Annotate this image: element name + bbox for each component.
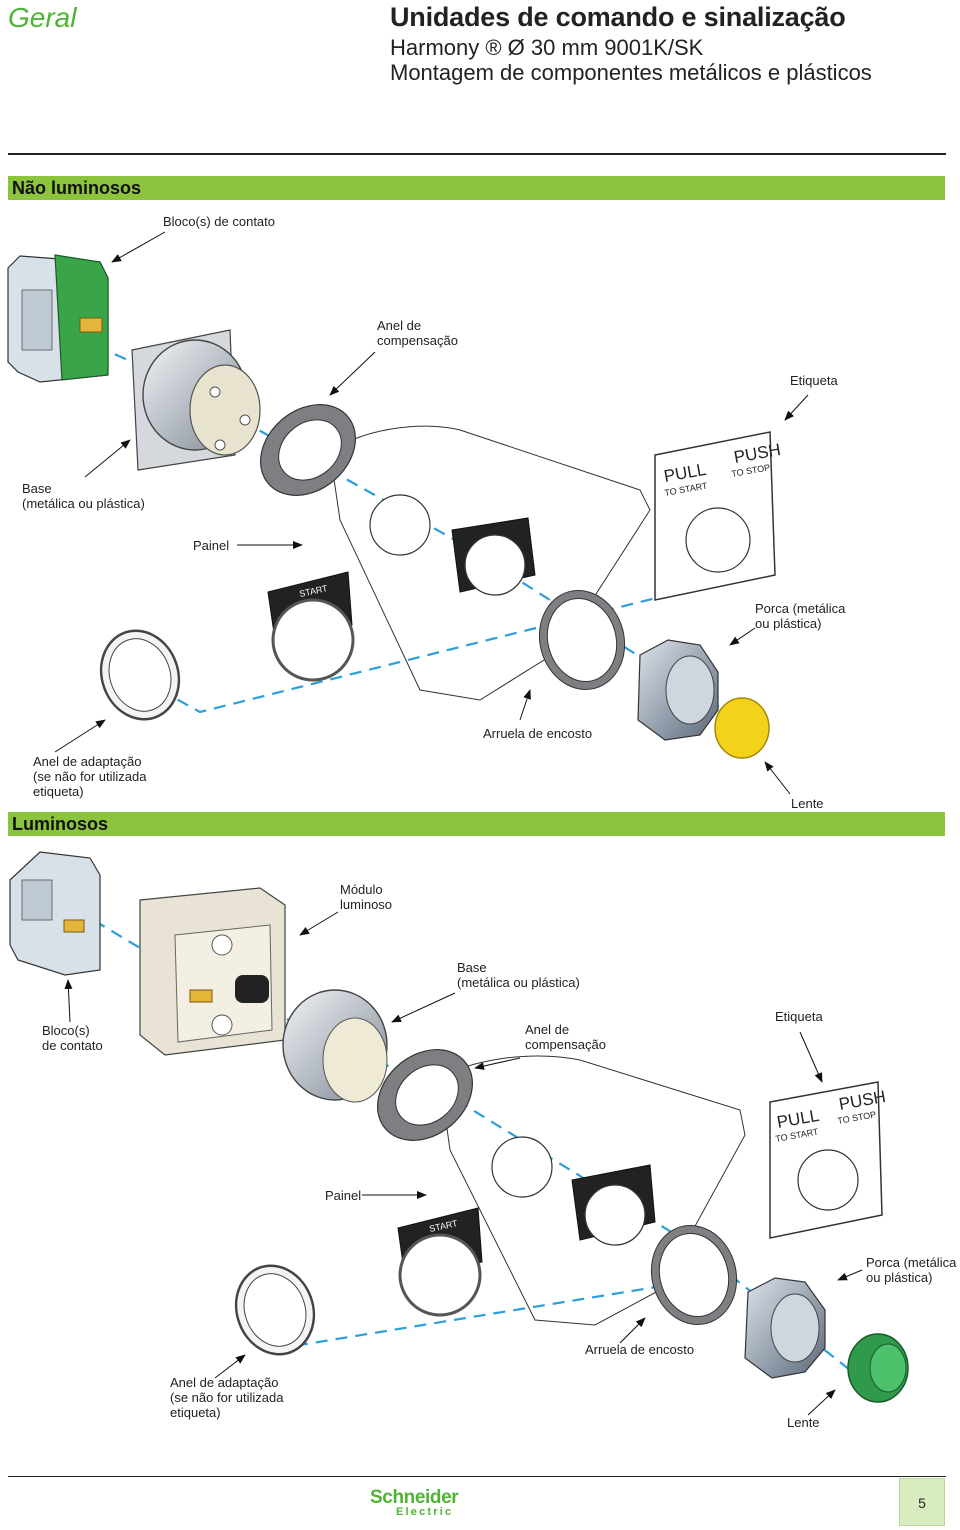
label-anel-comp2-2: compensação — [525, 1037, 606, 1052]
adapter-ring-icon — [99, 629, 181, 721]
brand-line-2: Electric — [396, 1506, 454, 1518]
compensation-ring-2-icon — [376, 1049, 474, 1141]
label-modulo-2: luminoso — [340, 897, 393, 912]
label-porca-1: Porca (metálica — [755, 601, 846, 616]
label-arruela: Arruela de encosto — [483, 726, 593, 741]
adapter-ring-2-icon — [234, 1264, 316, 1356]
label-anel-compensacao-2: compensação — [377, 333, 458, 348]
section-bar-luminosos: Luminosos — [8, 812, 945, 836]
nut-icon — [637, 639, 719, 741]
legend-plate-2-icon: PULL TO START PUSH TO STOP — [769, 1081, 887, 1239]
page-number: 5 — [899, 1478, 945, 1526]
label-anel-adaptacao-1: Anel de adaptação — [33, 754, 142, 769]
section-bar-nao-luminosos: Não luminosos — [8, 176, 945, 200]
label-porca2-2: ou plástica) — [866, 1270, 933, 1285]
label-anel-compensacao-1: Anel de — [377, 318, 422, 333]
base-icon — [131, 329, 261, 471]
label-anel-adaptacao-2: (se não for utilizada — [33, 769, 147, 784]
light-module-icon — [139, 887, 286, 1056]
lens-yellow-icon — [714, 697, 770, 759]
label-porca2-1: Porca (metálica — [866, 1255, 957, 1270]
label-bloco-contato: Bloco(s) de contato — [163, 214, 276, 229]
label-painel: Painel — [193, 538, 230, 553]
label-arruela-2: Arruela de encosto — [585, 1342, 695, 1357]
legend-holder-icon — [451, 517, 536, 596]
label-etiqueta-2: Etiqueta — [775, 1009, 823, 1024]
base-2-icon — [282, 989, 388, 1103]
label-base-1: Base — [22, 481, 52, 496]
panel-hole-2-icon — [491, 1136, 553, 1198]
label-modulo-1: Módulo — [340, 882, 383, 897]
label-bloco2-1: Bloco(s) — [42, 1023, 90, 1038]
label-etiqueta: Etiqueta — [790, 373, 838, 388]
legend-holder-2-icon — [571, 1164, 656, 1246]
label-anel-adapt2-3: etiqueta) — [170, 1405, 221, 1420]
legend-plate-icon: PULL TO START PUSH TO STOP — [654, 431, 782, 601]
page-subtitle: Harmony ® Ø 30 mm 9001K/SK — [390, 35, 704, 60]
label-anel-comp2-1: Anel de — [525, 1022, 570, 1037]
label-painel-2: Painel — [325, 1188, 362, 1203]
washer-2-icon — [650, 1224, 738, 1326]
label-base-2: (metálica ou plástica) — [22, 496, 145, 511]
brand-logo: Schneider Electric — [370, 1487, 459, 1518]
panel-hole-icon — [369, 494, 431, 556]
leader-lines-s2 — [64, 911, 863, 1416]
compensation-ring-icon — [259, 404, 357, 496]
start-tab-icon: START — [267, 571, 355, 682]
label-anel-adapt2-2: (se não for utilizada — [170, 1390, 284, 1405]
label-anel-adapt2-1: Anel de adaptação — [170, 1375, 279, 1390]
label-base2-2: (metálica ou plástica) — [457, 975, 580, 990]
label-lente-2: Lente — [787, 1415, 820, 1430]
contact-block-2-icon — [9, 851, 101, 976]
leader-lines-s1 — [54, 231, 809, 795]
header-rule — [8, 153, 946, 155]
washer-icon — [538, 589, 626, 691]
brand-line-1: Schneider — [370, 1487, 459, 1508]
page-subtitle-2: Montagem de componentes metálicos e plás… — [390, 60, 872, 85]
label-base2-1: Base — [457, 960, 487, 975]
nut-2-icon — [744, 1277, 826, 1379]
label-lente: Lente — [791, 796, 824, 811]
contact-block-icon — [7, 254, 109, 383]
lens-green-icon — [847, 1333, 909, 1403]
label-anel-adaptacao-3: etiqueta) — [33, 784, 84, 799]
start-tab-2-icon: START — [397, 1207, 483, 1317]
footer-rule — [8, 1476, 946, 1477]
section-word: Geral — [8, 2, 77, 33]
page-title: Unidades de comando e sinalização — [390, 2, 846, 32]
label-bloco2-2: de contato — [42, 1038, 103, 1053]
label-porca-2: ou plástica) — [755, 616, 822, 631]
